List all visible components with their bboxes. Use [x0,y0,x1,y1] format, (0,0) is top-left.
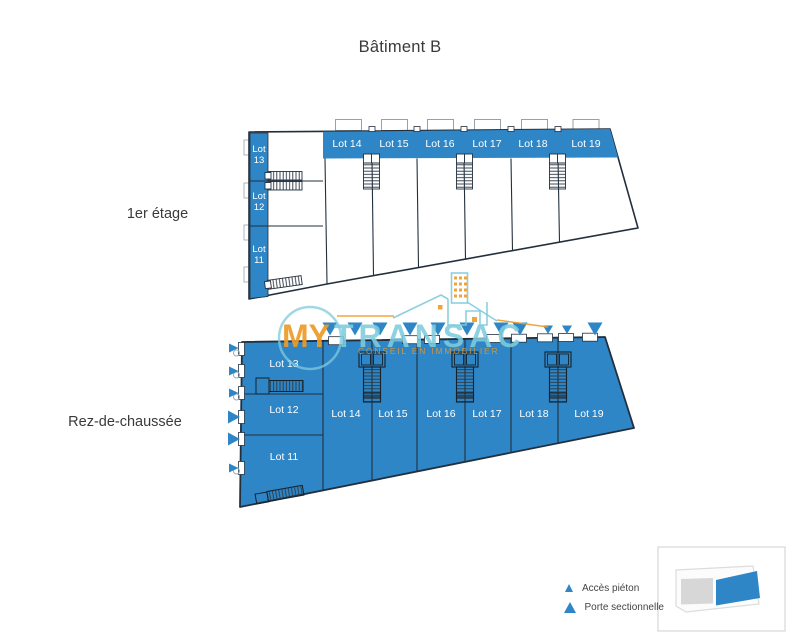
acces-pieton-triangle [229,343,239,353]
page-title: Bâtiment B [358,38,442,56]
lot-label: Lot 11 [270,451,299,463]
acces-pieton-legend-icon [565,584,573,592]
lot-label: Lot 17 [472,138,501,150]
acces-pieton-triangle [562,325,572,334]
stair-icons-ground-floor [358,351,572,403]
lot-label: Lot 18 [518,138,547,150]
lot-label: Lot 19 [574,408,603,420]
watermark: MY TRANSAC CONSEIL EN IMMOBILIER [277,272,549,371]
stair-icons-left [263,171,303,290]
lot-label: Lot 17 [472,408,501,420]
ground-floor-plan: Lot 14 Lot 15 Lot 16 Lot 17 Lot 18 Lot 19 Lot… [233,332,635,508]
minimap [657,546,786,632]
first-floor-plan: Lot 14 Lot 15 Lot 16 Lot 17 Lot 18 Lot 19 Lot… [243,119,639,300]
watermark-ring [277,305,343,371]
watermark-brand-prefix: MY [282,318,330,354]
porte-sectionnelle-triangle [512,322,528,336]
watermark-tagline: CONSEIL EN IMMOBILIER [358,346,499,356]
legend-label: Accès piéton [582,582,640,594]
lot-label: 13 [254,155,265,166]
porte-sectionnelle-triangle [430,322,446,336]
minimap-other-building [681,578,713,605]
roof-window-icons [335,119,600,131]
porte-sectionnelle-triangle [228,432,240,446]
lot-label: Lot [252,244,266,255]
first-floor-lot-labels: Lot 14 Lot 15 Lot 16 Lot 17 Lot 18 Lot 19 [332,138,600,150]
porte-sectionnelle-legend-icon [563,601,576,613]
lot-label: 12 [254,202,265,213]
lot-label: Lot 15 [378,408,407,420]
legend-item: Accès piéton [563,582,664,594]
lot-label: Lot [252,144,266,155]
porte-sectionnelle-triangle [228,410,240,424]
band-door-ticks [368,126,562,132]
porte-sectionnelle-triangle [322,322,338,336]
ground-floor-walls [241,337,559,490]
acces-pieton-triangle [229,463,239,473]
stair-icons-ground-left [254,377,305,505]
lot-label: 11 [254,255,264,266]
lot-label: Lot 19 [571,138,600,150]
porte-sectionnelle-triangle [493,322,509,336]
legend-label: Porte sectionnelle [584,601,665,613]
lot-label: Lot 15 [379,138,408,150]
lot-label: Lot 14 [332,138,361,150]
acces-pieton-triangle [543,325,553,334]
ground-floor-left-lot-labels: Lot 13 Lot 12 Lot 11 [269,358,298,463]
porte-sectionnelle-triangle [402,322,418,336]
floor-label-ground: Rez-de-chaussée [68,414,182,430]
lot-label: Lot 16 [425,138,454,150]
lot-label: Lot 12 [269,404,298,416]
lot-label: Lot 16 [426,408,455,420]
minimap-building-b [716,571,760,606]
first-floor-lot-band [323,129,618,159]
stair-icons-first-floor [363,153,566,190]
watermark-house-icon [392,272,549,328]
acces-pieton-triangle [229,388,239,398]
sectional-door-openings-top [328,332,598,346]
pedestrian-access-triangles-left [228,343,240,473]
lot-label: Lot 18 [519,408,548,420]
first-floor-outline [248,128,639,300]
lot-label: Lot [252,191,266,202]
acces-pieton-triangle [229,366,239,376]
porte-sectionnelle-triangle [587,322,603,336]
legend-item: Porte sectionnelle [563,601,664,613]
lot-label: Lot 14 [331,408,360,420]
floor-label-first: 1er étage [126,206,189,222]
ground-floor-lot-labels: Lot 14 Lot 15 Lot 16 Lot 17 Lot 18 Lot 19 [331,408,603,420]
porte-sectionnelle-triangle [347,322,363,336]
first-floor-left-column [249,132,269,299]
porte-sectionnelle-triangle [372,322,388,336]
watermark-brand-name: TRANSAC [334,318,525,354]
ground-floor-outline [239,336,635,508]
lot-label: Lot 13 [269,358,298,370]
